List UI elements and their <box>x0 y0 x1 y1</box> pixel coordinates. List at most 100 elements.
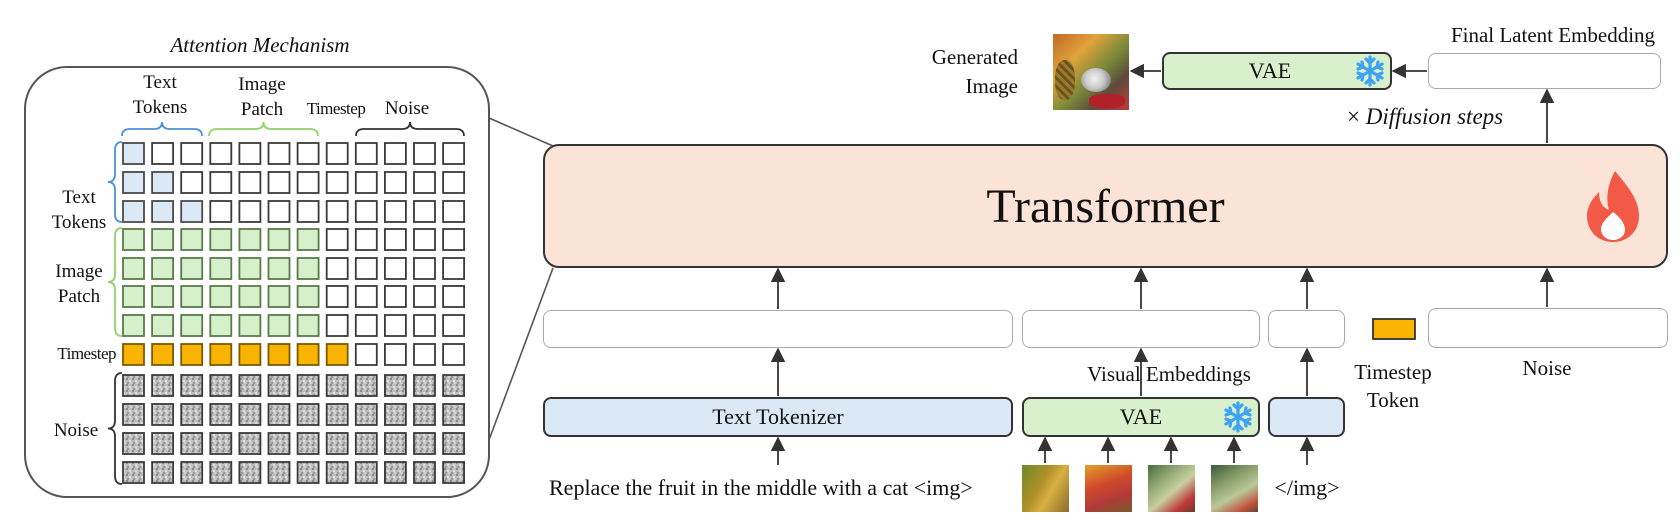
attention-cell <box>122 142 145 165</box>
col-header-timestep: Timestep <box>306 99 366 118</box>
attention-cell <box>442 461 466 484</box>
attention-cell <box>296 200 320 223</box>
attention-cell <box>122 228 145 251</box>
attention-cell <box>325 314 349 337</box>
attention-cell <box>238 343 262 366</box>
attention-cell <box>325 228 349 251</box>
attention-cell <box>180 142 204 165</box>
col-header-text-tokens: Text Tokens <box>132 72 188 118</box>
attention-cell <box>267 142 291 165</box>
attention-cell <box>383 461 407 484</box>
timestep-token <box>1372 318 1416 340</box>
attention-cell <box>413 314 436 337</box>
attention-cell <box>180 314 204 337</box>
attention-cell <box>413 343 436 366</box>
attention-cell <box>238 171 262 194</box>
attention-cell <box>180 228 204 251</box>
brace-row-text <box>107 141 123 223</box>
attention-cell <box>325 200 349 223</box>
attention-cell <box>354 432 378 455</box>
attention-cell <box>180 257 204 280</box>
berries-shape <box>1089 94 1125 108</box>
attention-cell <box>122 343 145 366</box>
input-vae-label: VAE <box>1119 404 1163 429</box>
attention-cell <box>413 228 436 251</box>
attention-cell <box>296 432 320 455</box>
attention-cell <box>413 200 436 223</box>
zoom-line-bottom <box>488 267 554 441</box>
attention-cell <box>151 142 175 165</box>
attention-cell <box>296 374 320 397</box>
visual-embedding-container <box>1022 310 1260 348</box>
attention-cell <box>209 314 233 337</box>
visual-embeddings-label: Visual Embeddings <box>1087 362 1251 386</box>
end-img-text: </img> <box>1274 475 1340 500</box>
attention-cell <box>180 461 204 484</box>
attention-cell <box>442 257 466 280</box>
attention-cell <box>267 461 291 484</box>
row-label-image-patch: Image Patch <box>55 261 103 307</box>
attention-cell <box>180 200 204 223</box>
attention-cell <box>267 200 291 223</box>
attention-cell <box>296 343 320 366</box>
attention-cell <box>267 285 291 308</box>
attention-cell <box>325 257 349 280</box>
attention-cell <box>122 432 145 455</box>
transformer-block: Transformer <box>543 144 1668 268</box>
noise-container <box>1428 308 1668 348</box>
attention-cell <box>354 461 378 484</box>
attention-cell <box>383 432 407 455</box>
attention-cell <box>209 200 233 223</box>
attention-cell <box>296 228 320 251</box>
attention-cell <box>383 285 407 308</box>
attention-cell <box>354 200 378 223</box>
attention-cell <box>442 403 466 426</box>
attention-cell <box>354 374 378 397</box>
attention-cell <box>325 432 349 455</box>
row-label-timestep: Timestep <box>57 344 116 363</box>
attention-cell <box>442 285 466 308</box>
attention-cell <box>413 432 436 455</box>
attention-cell <box>267 228 291 251</box>
attention-cell <box>238 403 262 426</box>
attention-cell <box>151 257 175 280</box>
attention-cell <box>238 432 262 455</box>
attention-cell <box>209 228 233 251</box>
attention-cell <box>151 461 175 484</box>
attention-cell <box>354 314 378 337</box>
end-token-container <box>1268 310 1345 348</box>
attention-cell <box>325 403 349 426</box>
attention-cell <box>238 200 262 223</box>
attention-cell <box>180 403 204 426</box>
attention-cell <box>267 432 291 455</box>
generated-image <box>1053 34 1129 110</box>
attention-cell <box>180 171 204 194</box>
attention-cell <box>180 285 204 308</box>
col-header-image-patch: Image Patch <box>238 74 286 120</box>
attention-cell <box>354 343 378 366</box>
attention-cell <box>383 228 407 251</box>
attention-cell <box>209 432 233 455</box>
timestep-token-label: Timestep Token <box>1354 360 1432 412</box>
generated-image-label: Generated Image <box>931 45 1018 98</box>
attention-cell <box>267 343 291 366</box>
attention-cell <box>354 403 378 426</box>
attention-cell <box>325 374 349 397</box>
attention-cell <box>325 285 349 308</box>
brace-row-noise <box>107 372 123 485</box>
attention-cell <box>122 171 145 194</box>
attention-cell <box>209 142 233 165</box>
attention-cell <box>122 374 145 397</box>
zoom-line-top <box>488 117 554 147</box>
attention-cell <box>442 228 466 251</box>
brace-col-noise <box>355 121 465 137</box>
text-tokenizer-box: Text Tokenizer <box>543 397 1013 437</box>
prompt-text: Replace the fruit in the middle with a c… <box>549 475 973 500</box>
attention-cell <box>151 314 175 337</box>
attention-cell <box>122 403 145 426</box>
attention-cell <box>442 432 466 455</box>
flame-icon <box>1585 168 1641 244</box>
attention-cell <box>151 403 175 426</box>
attention-cell <box>413 461 436 484</box>
